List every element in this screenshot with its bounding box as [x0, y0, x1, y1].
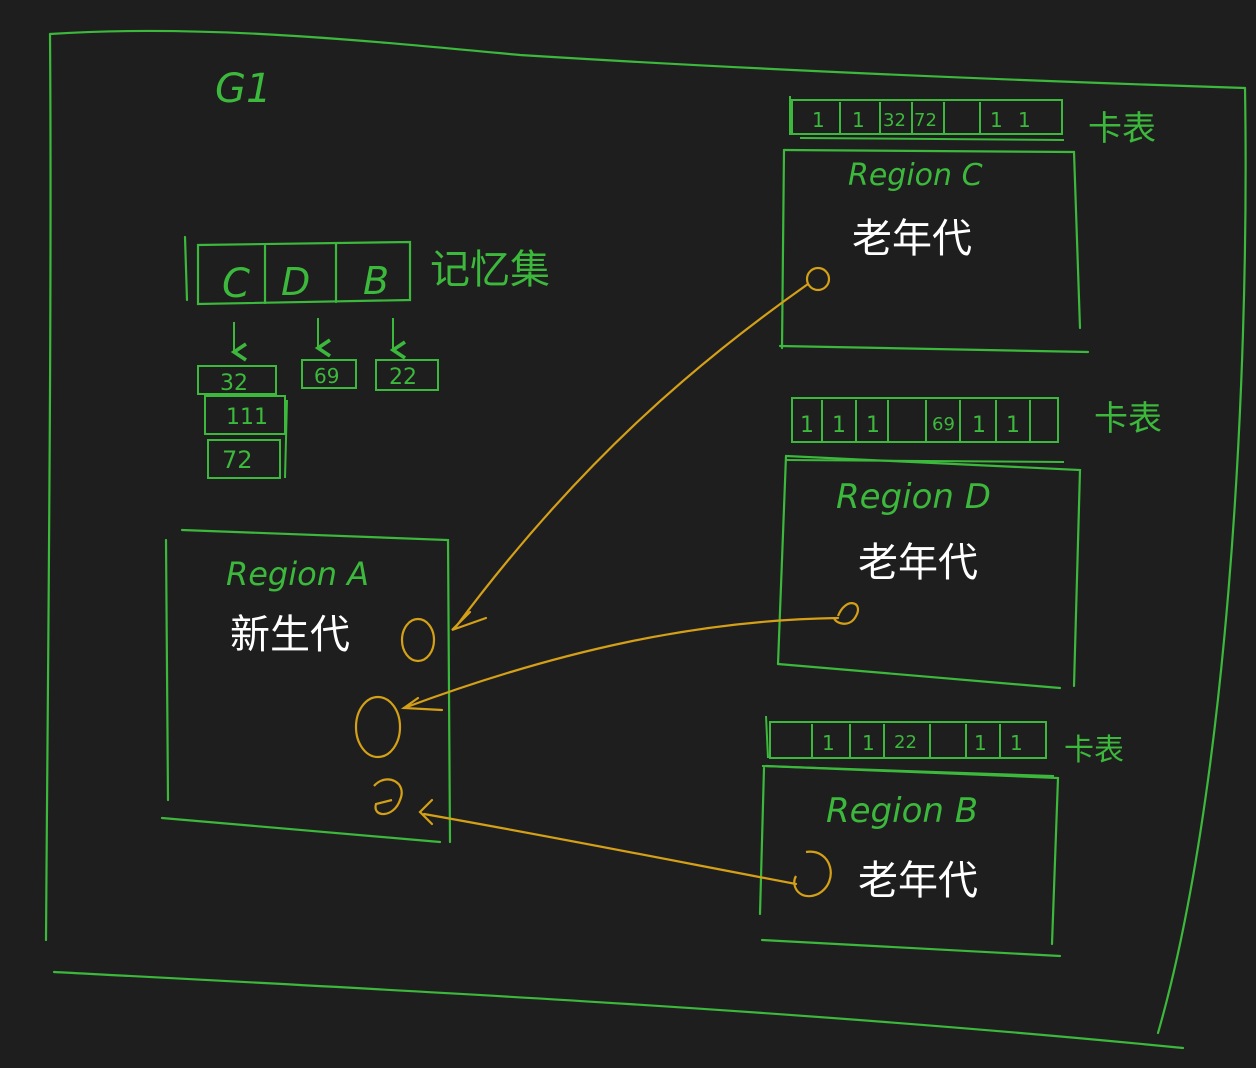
- region-d: 1 1 1 69 1 1 卡表 Region D 老年代: [776, 397, 1162, 690]
- region-c-card-mark-4: 1: [990, 108, 1003, 132]
- cross-region-references: [400, 282, 840, 886]
- remembered-set-entry-c: C: [222, 261, 250, 307]
- region-c-name: Region C: [848, 158, 983, 193]
- region-a-generation: 新生代: [230, 612, 350, 658]
- region-c-box: [778, 148, 1090, 354]
- region-b-box: [758, 764, 1062, 958]
- card-list-c-boxes: [197, 365, 288, 479]
- region-d-card-table: [785, 397, 1065, 463]
- reference-d-to-a: [402, 616, 840, 710]
- reference-b-to-a-arrowhead: [418, 798, 434, 826]
- region-c-card-mark-3: 72: [914, 110, 937, 131]
- region-d-generation: 老年代: [858, 540, 978, 586]
- region-b-object: [793, 850, 832, 898]
- region-c-card-mark-1: 1: [852, 108, 865, 132]
- card-c-1: 111: [226, 405, 268, 430]
- card-b-0: 22: [389, 365, 417, 390]
- remembered-set-arrows: [230, 318, 406, 362]
- card-c-0: 32: [220, 371, 248, 396]
- region-b-card-mark-1: 1: [862, 731, 875, 755]
- region-b-name: Region B: [826, 791, 978, 831]
- region-a-box: [160, 528, 452, 844]
- reference-c-to-a-arrowhead: [451, 610, 488, 632]
- region-a-object-3: [373, 778, 403, 816]
- region-d-card-mark-1: 1: [832, 413, 846, 438]
- region-d-card-mark-4: 1: [972, 413, 986, 438]
- region-a: Region A 新生代: [160, 528, 452, 844]
- region-a-objects: [354, 617, 436, 816]
- region-c-card-mark-2: 32: [883, 110, 906, 131]
- region-d-card-mark-2: 1: [866, 413, 880, 438]
- region-b-card-table-label: 卡表: [1064, 733, 1124, 768]
- region-c-card-table-label: 卡表: [1088, 109, 1156, 149]
- reference-c-to-a: [453, 282, 810, 630]
- card-list-b: 22: [375, 359, 439, 391]
- region-d-card-table-label: 卡表: [1094, 399, 1162, 439]
- region-b-card-mark-3: 1: [974, 731, 987, 755]
- card-list-d: 69: [301, 359, 357, 389]
- region-c-card-table: [789, 96, 1065, 141]
- region-c-generation: 老年代: [852, 216, 972, 262]
- card-d-0: 69: [314, 364, 339, 388]
- region-d-card-mark-5: 1: [1006, 413, 1020, 438]
- remembered-set: C D B 记忆集 32 111 72 69 22: [183, 235, 550, 479]
- region-b-card-mark-4: 1: [1010, 731, 1023, 755]
- region-a-name: Region A: [226, 555, 369, 593]
- card-list-c: 32 111 72: [197, 365, 288, 479]
- region-b: 1 1 22 1 1 卡表 Region B 老年代: [758, 715, 1124, 958]
- region-b-card-mark-2: 22: [894, 732, 917, 753]
- remembered-set-entry-d: D: [281, 260, 310, 304]
- region-a-object-2: [354, 695, 402, 759]
- region-a-object-1: [400, 617, 436, 663]
- region-c-card-mark-0: 1: [812, 108, 825, 132]
- remembered-set-label: 记忆集: [430, 247, 550, 293]
- region-d-card-mark-3: 69: [932, 414, 955, 435]
- remembered-set-box: [183, 235, 412, 306]
- region-d-card-mark-0: 1: [800, 413, 814, 438]
- region-d-object: [832, 602, 859, 625]
- reference-b-to-a: [422, 812, 798, 886]
- region-c: 1 1 32 72 1 1 卡表 Region C 老年代: [778, 96, 1156, 354]
- reference-d-to-a-arrowhead: [400, 696, 444, 712]
- card-c-2: 72: [222, 446, 253, 474]
- region-c-card-mark-5: 1: [1018, 108, 1031, 132]
- region-d-box: [776, 454, 1082, 690]
- g1-heap-boundary: [44, 29, 1247, 1050]
- g1-label: G1: [215, 66, 271, 112]
- region-c-object: [805, 266, 831, 292]
- region-d-name: Region D: [836, 477, 991, 517]
- remembered-set-entry-b: B: [363, 259, 389, 303]
- region-b-card-mark-0: 1: [822, 731, 835, 755]
- region-b-generation: 老年代: [858, 858, 978, 904]
